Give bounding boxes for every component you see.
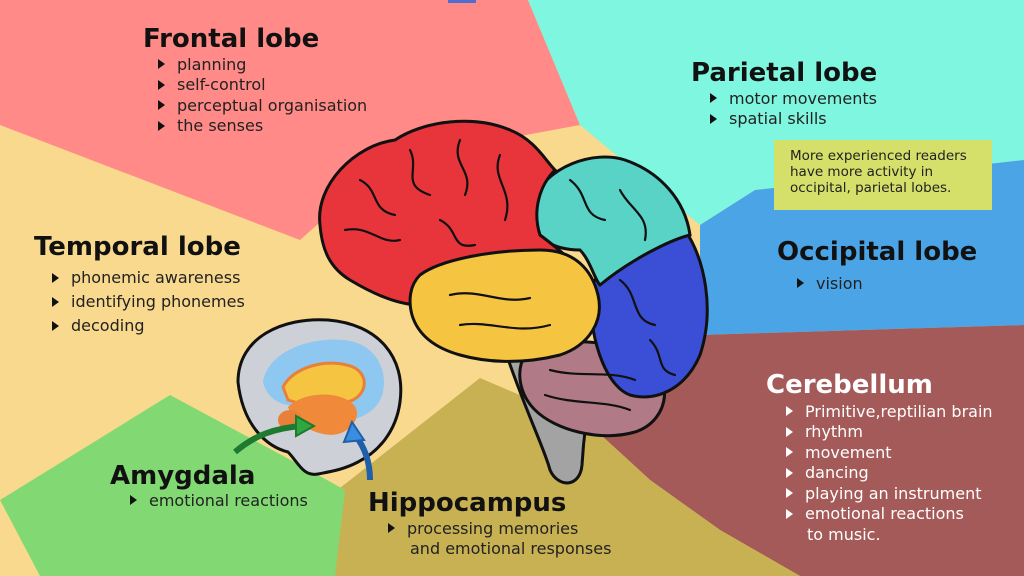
list-item: planning [158,54,367,75]
list-item: vision [797,273,863,294]
cerebellum-continuation: to music. [807,525,881,544]
parietal-lobe-list: motor movements spatial skills [710,88,877,129]
hippocampus-continuation: and emotional responses [410,539,612,558]
arrows [233,414,373,481]
list-item: dancing [786,463,993,484]
note-line: have more activity in [790,164,934,180]
list-item: emotional reactions [786,504,993,525]
note-line: occipital, parietal lobes. [790,180,952,196]
green-arrow-head [295,414,317,438]
list-item: self-control [158,75,367,96]
hippocampus-list: processing memories [388,518,578,539]
list-item: rhythm [786,422,993,443]
frontal-region [0,0,580,240]
bullet-triangle-icon [786,488,793,499]
frontal-lobe-list: planning self-control perceptual organis… [158,54,367,136]
bullet-triangle-icon [158,120,165,131]
bullet-triangle-icon [158,59,165,70]
brain-frontal [318,119,574,307]
frontal-lobe-title: Frontal lobe [143,24,320,54]
amygdala-region [0,395,345,576]
amygdala-title: Amygdala [110,461,256,491]
list-item: phonemic awareness [52,266,245,290]
list-item: motor movements [710,88,877,109]
green-arrow-icon [233,423,303,455]
bullet-triangle-icon [786,508,793,519]
bullet-triangle-icon [52,273,59,283]
cerebellum-list: Primitive,reptilian brain rhythm movemen… [786,401,993,524]
reader-activity-note: More experienced readers have more activ… [774,140,992,210]
bullet-triangle-icon [786,426,793,437]
list-item: perceptual organisation [158,95,367,116]
occipital-lobe-list: vision [797,273,863,294]
bullet-triangle-icon [786,447,793,458]
bullet-triangle-icon [388,523,395,534]
bullet-triangle-icon [158,100,165,111]
list-item: processing memories [388,518,578,539]
list-item: the senses [158,116,367,137]
list-item: playing an instrument [786,483,993,504]
top-edge-mark [448,0,476,3]
parietal-lobe-title: Parietal lobe [691,58,878,88]
temporal-lobe-title: Temporal lobe [34,232,241,262]
brain-folds [343,138,677,412]
bullet-triangle-icon [710,93,717,104]
brain-illustration [318,119,709,485]
list-item: spatial skills [710,109,877,130]
hippocampus-title: Hippocampus [368,488,567,518]
bullet-triangle-icon [158,79,165,90]
blue-arrow-icon [352,433,373,481]
list-item: movement [786,442,993,463]
amygdala-list: emotional reactions [130,490,308,511]
blue-arrow-head [342,419,366,444]
bullet-triangle-icon [52,297,59,307]
occipital-lobe-title: Occipital lobe [777,237,978,267]
bullet-triangle-icon [797,278,804,289]
bullet-triangle-icon [710,113,717,124]
list-item: Primitive,reptilian brain [786,401,993,422]
note-line: More experienced readers [790,148,967,164]
brain-temporal [408,248,601,363]
list-item: emotional reactions [130,490,308,511]
bullet-triangle-icon [130,495,137,506]
temporal-lobe-list: phonemic awareness identifying phonemes … [52,266,245,338]
brain-parietal [528,155,692,288]
list-item: identifying phonemes [52,290,245,314]
cerebellum-title: Cerebellum [766,370,933,400]
bullet-triangle-icon [52,321,59,331]
bullet-triangle-icon [786,406,793,417]
list-item: decoding [52,314,245,338]
bullet-triangle-icon [786,467,793,478]
